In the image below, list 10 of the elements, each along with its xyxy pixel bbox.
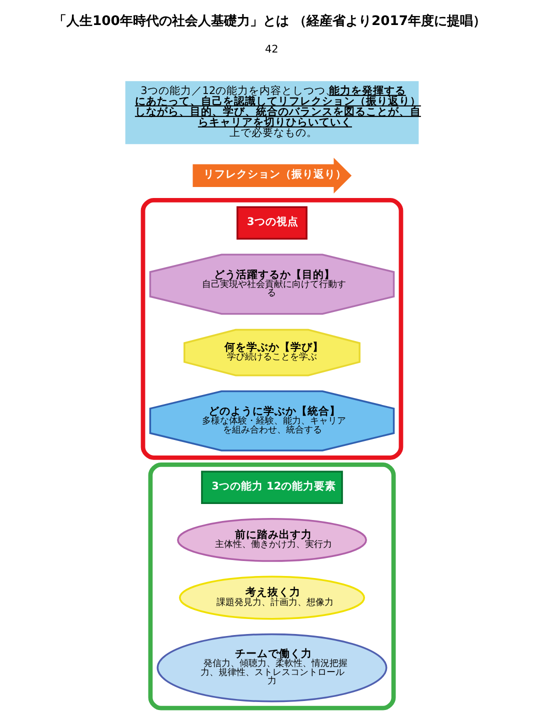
node-ellipse: 前に踏み出す力 主体性、働きかけ力、実行力: [177, 518, 367, 562]
diagram-title: 「人生100年時代の社会人基礎力」とは （経産省より2017年度に提唱）: [54, 14, 486, 30]
label: 42: [264, 43, 278, 56]
node-box: 3つの視点: [236, 206, 308, 240]
label: 3つの能力／12の能力を内容としつつ、能力を発揮するにあたって、自己を認識してリフレクション（振り返り）しながら、目的、学び、統合のバランスを図ることが、自らキャリアを切りひらいていく上で必要なもの。: [134, 84, 421, 139]
node-ellipse: チームで働く力 発信力、傾聴力、柔軟性、情況把握力、規律性、ストレスコントロール力: [156, 633, 388, 702]
cluster: [148, 462, 396, 710]
node-box: 3つの能力 12の能力要素: [201, 470, 343, 504]
cluster: [140, 198, 404, 460]
node-ellipse: 考え抜く力 課題発見力、計画力、想像力: [178, 576, 366, 620]
